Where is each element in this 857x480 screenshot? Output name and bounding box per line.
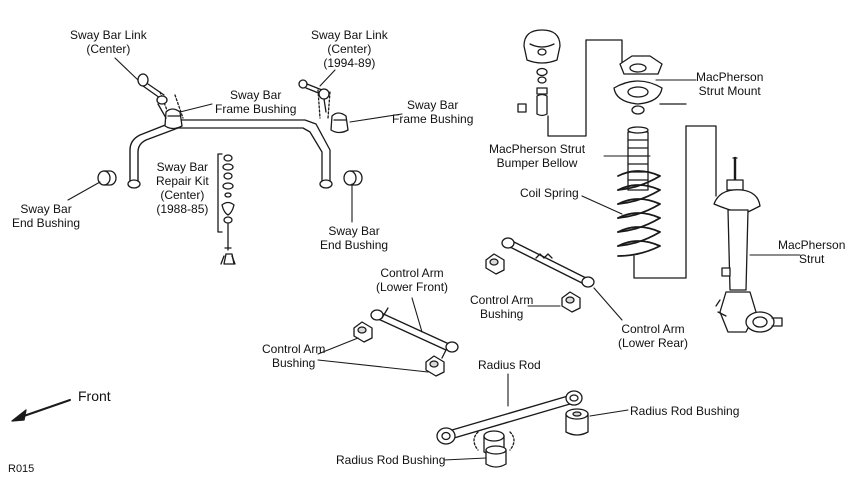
sway-bar-link-center-1994-part	[298, 79, 330, 113]
sway-bar-link-center-part	[137, 73, 168, 119]
control-arm-lower-rear-part	[501, 237, 595, 288]
control-arm-lower-front-part	[370, 307, 459, 359]
label-front-direction: Front	[78, 388, 111, 404]
label-macpherson-strut: MacPherson Strut	[778, 238, 846, 266]
sway-bar-end-bushing-right-part	[343, 170, 363, 186]
radius-rod-part	[436, 390, 583, 445]
radius-rod-bushing-left-part	[473, 430, 515, 468]
front-arrow-icon	[11, 399, 71, 422]
label-sway-bar-end-bushing-left: Sway Bar End Bushing	[12, 202, 81, 230]
sway-bar-frame-bushing-left-part	[164, 108, 183, 130]
macpherson-strut-bumper-bellow-part	[627, 126, 649, 191]
control-arm-bushing-rear-parts	[485, 253, 581, 313]
strut-hardware-part	[517, 67, 548, 117]
control-arm-bushing-front-parts	[353, 321, 445, 377]
label-sway-bar-repair-kit: Sway Bar Repair Kit (Center) (1988-85)	[156, 160, 209, 216]
coil-spring-part	[617, 170, 661, 257]
label-sway-bar-link-center-1994-89: Sway Bar Link (Center) (1994-89)	[311, 28, 388, 70]
label-coil-spring: Coil Spring	[520, 186, 579, 200]
sway-bar-repair-kit-part	[217, 153, 236, 265]
label-radius-rod-bushing-right: Radius Rod Bushing	[630, 404, 740, 418]
radius-rod-bushing-right-part	[565, 408, 589, 436]
label-control-arm-lower-front: Control Arm (Lower Front)	[376, 266, 449, 294]
label-radius-rod: Radius Rod	[478, 358, 541, 372]
macpherson-strut-part	[713, 156, 783, 333]
label-radius-rod-bushing-left: Radius Rod Bushing	[336, 453, 446, 467]
label-control-arm-bushing-rear: Control Arm Bushing	[470, 293, 534, 321]
label-sway-bar-link-center: Sway Bar Link (Center)	[70, 28, 147, 56]
sway-bar-end-bushing-left-part	[97, 170, 117, 186]
leader-lines	[67, 57, 801, 461]
sway-bar-frame-bushing-right-part	[330, 112, 349, 134]
label-macpherson-strut-bumper-bellow: MacPherson Strut Bumper Bellow	[489, 142, 586, 170]
label-control-arm-lower-rear: Control Arm (Lower Rear)	[618, 322, 689, 350]
label-macpherson-strut-mount: MacPherson Strut Mount	[696, 70, 764, 98]
strut-top-cap-part	[523, 29, 561, 64]
label-sway-bar-frame-bushing-right: Sway Bar Frame Bushing	[392, 98, 474, 126]
label-sway-bar-end-bushing-right: Sway Bar End Bushing	[320, 224, 389, 252]
label-control-arm-bushing-front: Control Arm Bushing	[262, 342, 326, 370]
figure-code: R015	[8, 463, 35, 475]
macpherson-strut-mount-part	[613, 55, 663, 115]
label-sway-bar-frame-bushing-left: Sway Bar Frame Bushing	[215, 88, 297, 116]
